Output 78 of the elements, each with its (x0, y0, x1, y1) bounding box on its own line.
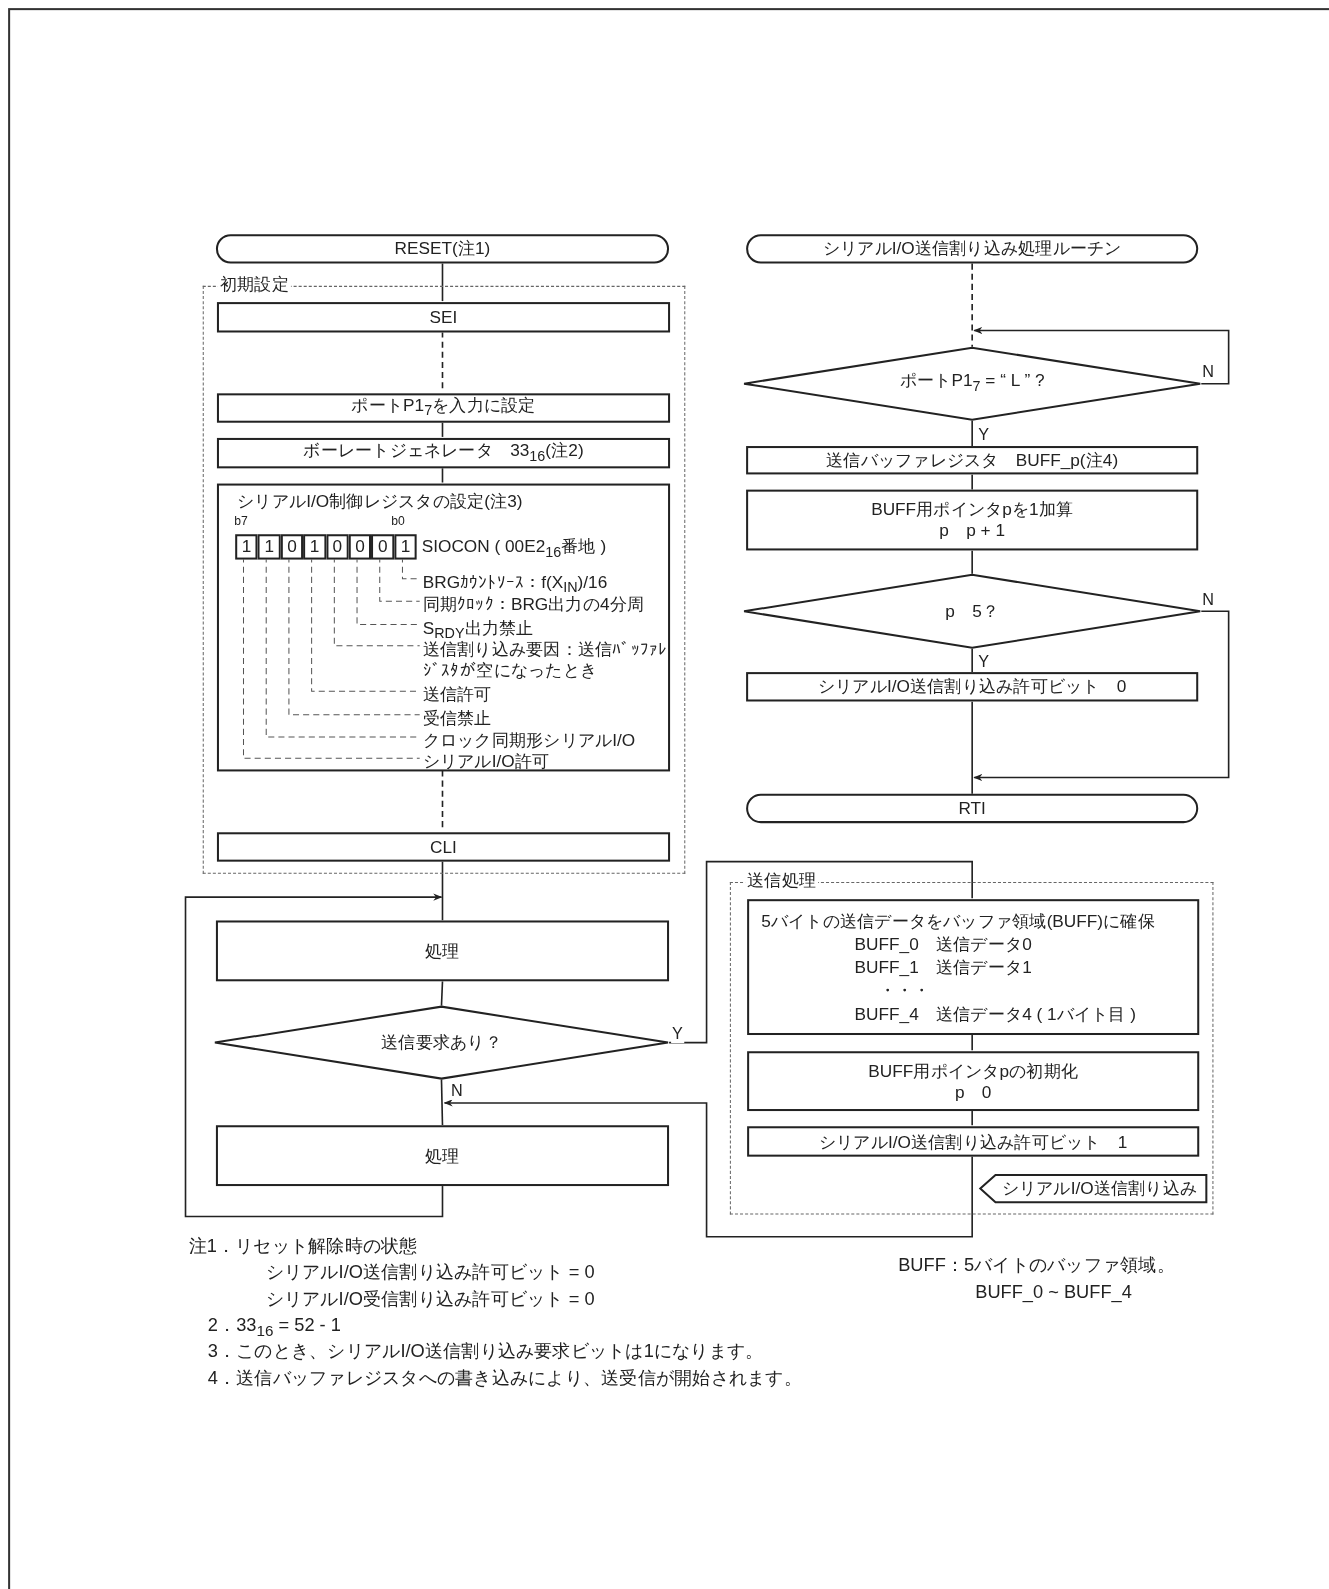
note-text: 2．33$_{16}$ = 52 - 1 (207, 1314, 341, 1341)
box-text: BUFF用ポインタpの初期化 (868, 1059, 1078, 1082)
flow-line (971, 419, 973, 447)
flow-line (971, 1109, 973, 1127)
edge-label: Y (671, 1024, 684, 1044)
flow-line (440, 980, 444, 1007)
process-box: 処理 (215, 1125, 670, 1187)
flow-line (971, 700, 973, 795)
flow-line (971, 473, 973, 491)
flow-line (441, 859, 444, 922)
decision-diamond: ポートP1$_{7}$ = “ L ” ? (743, 346, 1202, 421)
bit-description: 送信割り込み要因：送信ﾊﾞｯﾌｧﾚｼﾞｽﾀが空になったとき (422, 638, 671, 684)
group-title: 初期設定 (217, 274, 291, 295)
box-text: 5バイトの送信データをバッファ領域(BUFF)に確保 (760, 909, 1156, 933)
flow-line (971, 262, 973, 348)
bit-description: 送信許可 (422, 684, 671, 707)
arrow (184, 893, 444, 1218)
box-heading: シリアルI/O制御レジスタの設定(注3) (236, 491, 524, 512)
terminal-box: シリアルI/O送信割り込み処理ルーチン (746, 234, 1199, 264)
register-bit-cell: 0 (348, 534, 372, 560)
bit-description: S$_{RDY}$出力禁止 (422, 617, 671, 640)
bit-description: シリアルI/O許可 (422, 751, 671, 774)
flow-line (971, 549, 973, 575)
bit-description: 受信禁止 (422, 707, 671, 730)
note-text: BUFF：5バイトのバッファ領域。 (898, 1255, 1175, 1277)
register-bit-cell: 1 (235, 534, 258, 560)
box-text: p 0 (954, 1081, 992, 1103)
register-bit-cell: 1 (303, 534, 326, 560)
arrow (973, 326, 1230, 385)
register-bit-cell: 1 (257, 534, 281, 560)
register-bit-cell: 0 (371, 534, 395, 560)
bit-description: BRGｶｳﾝﾄｿｰｽ：f(X$_{IN}$)/16 (422, 571, 671, 595)
process-box (747, 899, 1200, 1035)
box-text: BUFF_1 送信データ1 (853, 956, 1033, 979)
process-box (747, 1051, 1200, 1112)
note-text: 注1．リセット解除時の状態 (188, 1235, 418, 1258)
terminal-box: RTI (746, 793, 1199, 824)
process-box (746, 489, 1199, 551)
process-box: 送信バッファレジスタ BUFF_p(注4) (746, 446, 1199, 475)
group-title: 送信処理 (745, 870, 819, 892)
flow-line (971, 1033, 973, 1052)
box-text: ・・・ (877, 979, 932, 1003)
process-box: SEI (216, 302, 671, 333)
register-setting-box (216, 483, 671, 772)
register-bit-label: b0 (391, 513, 405, 530)
arrow (973, 610, 1230, 782)
flow-line (971, 648, 973, 673)
process-box: シリアルI/O送信割り込み許可ビット 1 (747, 1126, 1200, 1157)
note-text: 4．送信バッファレジスタへの書き込みにより、送受信が開始されます。 (207, 1367, 802, 1389)
note-text: シリアルI/O受信割り込み許可ビット = 0 (265, 1288, 595, 1310)
note-text: 3．このとき、シリアルI/O送信割り込み要求ビットは1になります。 (207, 1341, 764, 1363)
note-text: シリアルI/O送信割り込み許可ビット = 0 (265, 1262, 595, 1284)
flow-line (441, 262, 444, 302)
terminal-box: RESET(注1) (215, 234, 670, 264)
note-text: BUFF_0 ~ BUFF_4 (975, 1281, 1132, 1303)
flow-line (668, 860, 973, 1044)
register-bit-label: b7 (234, 513, 248, 530)
decision-diamond: p 5？ (743, 573, 1202, 649)
bit-description: 同期ｸﾛｯｸ：BRG出力の4分周 (422, 594, 671, 617)
edge-label: N (450, 1081, 464, 1100)
process-box: 処理 (215, 920, 670, 982)
process-box: CLI (216, 832, 671, 862)
flow-line (440, 1078, 444, 1127)
arrow (443, 1099, 973, 1238)
entry-flag: シリアルI/O送信割り込み (979, 1173, 1208, 1204)
process-box: ポートP1$_{7}$を入力に設定 (216, 393, 671, 423)
process-box: ボーレートジェネレータ 33$_{16}$(注2) (216, 437, 671, 469)
box-text: p p + 1 (939, 520, 1005, 542)
box-text: BUFF用ポインタpを1加算 (871, 498, 1074, 521)
register-name: SIOCON ( 00E2$_{16}$番地 ) (421, 537, 607, 562)
register-bit-cell: 1 (394, 534, 417, 560)
box-text: BUFF_4 送信データ4 ( 1バイト目 ) (853, 1003, 1138, 1026)
register-bit-cell: 0 (280, 534, 304, 560)
process-box: シリアルI/O送信割り込み許可ビット 0 (746, 672, 1199, 702)
bit-description: クロック同期形シリアルI/O (422, 729, 671, 753)
box-text: BUFF_0 送信データ0 (853, 933, 1033, 956)
register-bit-cell: 0 (326, 534, 349, 560)
decision-diamond: 送信要求あり？ (213, 1005, 670, 1080)
